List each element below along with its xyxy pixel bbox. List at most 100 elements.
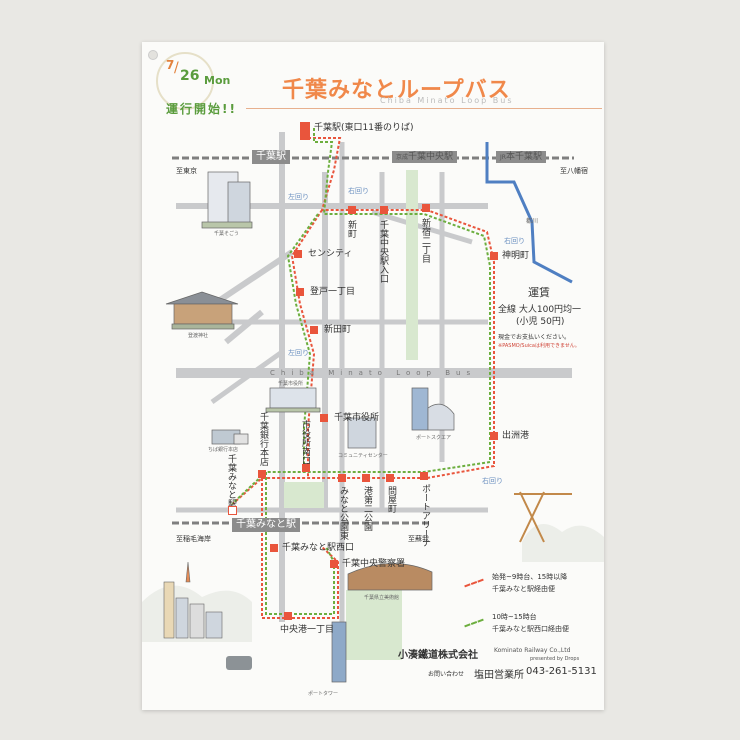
date-day: 26 (180, 68, 200, 84)
stop-chuo-police: 千葉中央警察署 (342, 559, 406, 569)
bus-stop-marker (490, 252, 498, 260)
fare-line2: (小児 50円) (516, 317, 565, 327)
station-sign-keisei: 京成千葉中央駅 (392, 151, 458, 163)
stop-noborito-1: 登戸一丁目 (310, 287, 356, 297)
bus-stop-marker (362, 474, 370, 482)
community-building (347, 417, 377, 449)
direction-left-2: 左回り (288, 349, 309, 357)
date-slash: / (174, 60, 179, 76)
station-note-honchiba: 至八幡宿 (560, 167, 588, 175)
landmark-chibabank: ちば銀行本店 (208, 447, 239, 453)
company-phone: 043-261-5131 (526, 666, 597, 677)
stop-shindencho: 新田町 (324, 325, 352, 335)
bus-route-green (231, 128, 491, 615)
stop-minatokoen-higashi: みなと公園東 (338, 486, 348, 540)
date-badge: 7 / 26 Mon 運行開始!! (154, 52, 250, 116)
landmark-sogo: 千葉そごう (214, 231, 240, 237)
city-skyline (163, 561, 223, 639)
direction-left-1: 左回り (288, 193, 309, 201)
punch-hole (148, 50, 158, 60)
fare-title: 運賃 (528, 286, 550, 299)
stop-chiba-cityhall: 千葉市役所 (334, 413, 380, 423)
keisei-prefix: 京成 (396, 154, 409, 161)
station-sign-honchiba: JR本千葉駅 (496, 151, 546, 163)
bus-stop-marker (320, 414, 328, 422)
bus-stop-marker (380, 206, 388, 214)
page-title-roman: Chiba Minato Loop Bus (380, 96, 514, 105)
bus-stop-marker (284, 612, 292, 620)
fare-box: 運賃 全線 大人100円均一 (小児 50円) 現金でお支払いください。 ※PA… (496, 280, 600, 360)
bus-stop-marker (338, 474, 346, 482)
date-month: 7 (166, 58, 175, 72)
direction-right-3: 右回り (482, 477, 503, 485)
stop-chuoko-1: 中央港一丁目 (280, 625, 335, 635)
bus-route-orange (227, 128, 495, 619)
road-label: Chiba Minato Loop Bus (270, 369, 477, 377)
stop-shiyakusho-minamiguchi: 市役所南口 (300, 420, 310, 465)
bus-stop-marker (302, 464, 310, 472)
landmark-community: コミュニティセンター (338, 453, 388, 459)
fare-line4: ※PASMO/Suicaは利用できません。 (498, 343, 580, 349)
stop-port-arena: ポートアリーナ (420, 484, 430, 547)
route-map (142, 128, 604, 683)
bus-stop-marker (294, 250, 302, 258)
honchiba-prefix: JR (500, 154, 506, 161)
landmark-museum: 千葉県立美術館 (364, 595, 400, 601)
legend-swatch-orange (464, 578, 484, 588)
harbor-crane (514, 491, 572, 543)
legend-swatch-green (464, 618, 484, 628)
sogo-building (201, 171, 253, 229)
company-office: 塩田営業所 (474, 670, 524, 681)
start-text: 運行開始!! (166, 102, 237, 116)
cityhall-building (265, 387, 321, 413)
portsquare-building (411, 387, 455, 431)
station-sign-chiba: 千葉駅 (252, 150, 290, 164)
stop-chibabank: 千葉銀行本店 (258, 412, 268, 466)
header-rule (246, 108, 602, 109)
station-note-chibaminato: 至稲毛海岸 (176, 535, 211, 543)
river-label: 都川 (526, 218, 539, 225)
stop-shinjuku-2: 新宿二丁目 (420, 218, 430, 263)
bus-stop-marker (228, 506, 237, 515)
legend-item1-line1: 始発~9時台、15時以降 (492, 573, 568, 581)
honchiba-name: 本千葉駅 (505, 152, 542, 162)
station-sign-chibaminato: 千葉みなと駅 (232, 518, 300, 532)
chibabank-building (211, 429, 249, 445)
bus-stop-marker (420, 472, 428, 480)
bus-stop-marker (386, 474, 394, 482)
landmark-cityhall: 千葉市役所 (278, 381, 304, 387)
direction-right-2: 右回り (504, 237, 525, 245)
green-parks (284, 170, 418, 660)
legend-item1-line2: 千葉みなと駅経由便 (492, 585, 555, 593)
contact-label: お問い合わせ (428, 671, 465, 678)
stop-shinmeicho: 神明町 (502, 251, 530, 261)
page-title: 千葉みなとループバス (282, 78, 511, 103)
bus-stop-marker (330, 560, 338, 568)
bus-stop-marker (310, 326, 318, 334)
date-weekday: Mon (204, 74, 231, 87)
direction-right-1: 右回り (348, 187, 369, 195)
bus-stop-marker (490, 432, 498, 440)
landmark-porttower: ポートタワー (308, 691, 339, 697)
landmark-portsquare: ポートスクエア (416, 435, 452, 441)
stop-chiba-station: 千葉駅(東口11番のりば) (314, 123, 414, 133)
museum-building (347, 563, 433, 591)
fare-line3: 現金でお支払いください。 (498, 334, 571, 341)
flyer-sheet: 7 / 26 Mon 運行開始!! 千葉みなとループバス Chiba Minat… (142, 42, 604, 710)
route-legend: 始発~9時台、15時以降 千葉みなと駅経由便 10時~15時台 千葉みなと駅西口… (464, 572, 600, 642)
stop-sencity: センシティ (308, 249, 353, 259)
date-circle (156, 52, 214, 110)
fare-line1: 全線 大人100円均一 (498, 305, 582, 315)
port-tower (331, 621, 347, 683)
stop-tonyacho: 問屋町 (386, 486, 396, 513)
legend-item2-line2: 千葉みなと駅西口経由便 (492, 625, 569, 633)
stop-chibaminato: 千葉みなと駅 (226, 454, 236, 508)
company-presented: presented by Drops (530, 656, 580, 662)
stop-ko-dai2-koen: 港第二公園 (362, 486, 372, 531)
bus-stop-marker (300, 122, 310, 140)
bus-stop-marker (258, 470, 266, 478)
bus-stop-marker (296, 288, 304, 296)
bus-stop-marker (270, 544, 278, 552)
company-name: 小湊鐵道株式会社 (398, 650, 478, 661)
stop-chibachuo-iriguchi: 千葉中央駅入口 (378, 220, 388, 283)
